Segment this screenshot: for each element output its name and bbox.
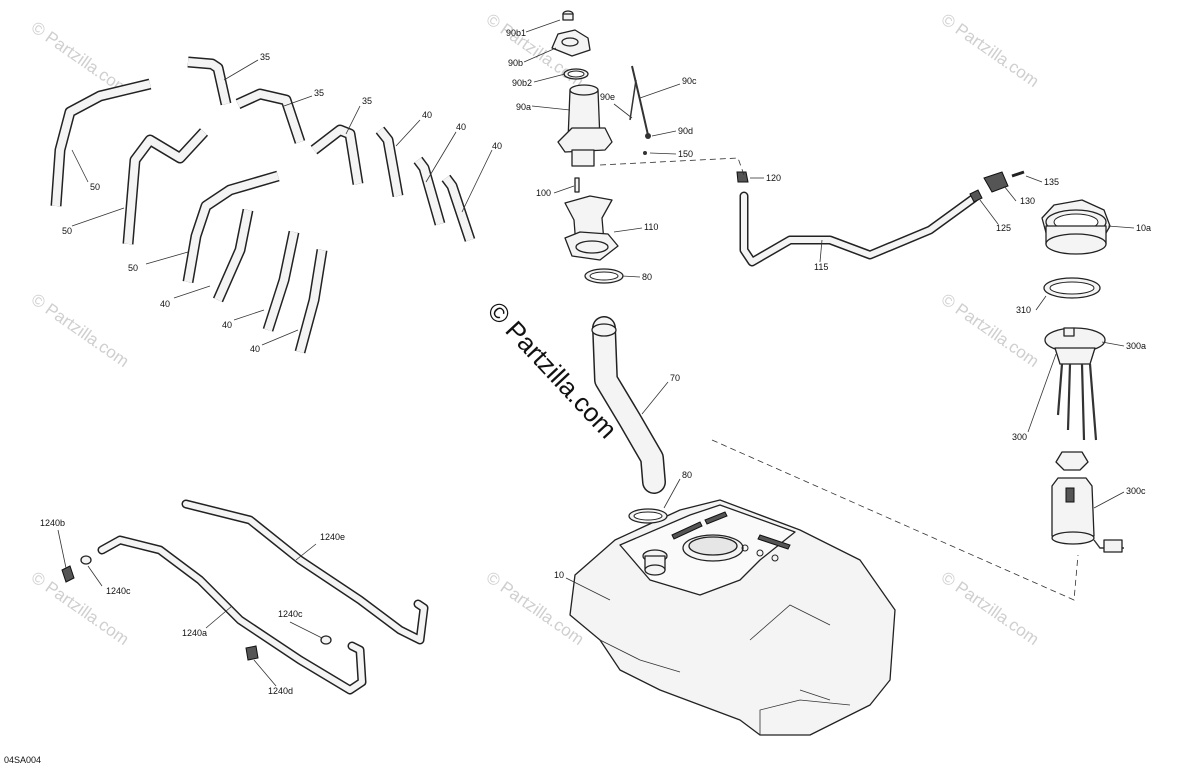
callout-40: 40 [160, 299, 170, 309]
callout-70: 70 [670, 373, 680, 383]
callout-1240a: 1240a [182, 628, 207, 638]
callout-135: 135 [1044, 177, 1059, 187]
callout-90e: 90e [600, 92, 615, 102]
callout-40: 40 [422, 110, 432, 120]
callout-120: 120 [766, 173, 781, 183]
watermark-tile: © Partzilla.com [938, 10, 1043, 91]
callout-40: 40 [492, 141, 502, 151]
callout-50: 50 [90, 182, 100, 192]
filler-hose-70 [591, 323, 617, 337]
callout-125: 125 [996, 223, 1011, 233]
callout-100: 100 [536, 188, 551, 198]
callout-labels: 90b1 90b 90b2 90a 90c 90e 90d 150 100 11… [40, 28, 1151, 696]
clamp-1240c [80, 555, 92, 565]
callout-300a: 300a [1126, 341, 1146, 351]
callout-80-upper: 80 [642, 272, 652, 282]
callout-300c: 300c [1126, 486, 1146, 496]
callout-50: 50 [128, 263, 138, 273]
callout-1240c: 1240c [278, 609, 303, 619]
clamp-1240c [320, 635, 332, 645]
leader-lines [57, 19, 1135, 687]
callout-90a: 90a [516, 102, 531, 112]
diagram-code: 04SA004 [4, 755, 41, 765]
callout-110: 110 [644, 222, 658, 232]
elbow-120 [736, 171, 749, 183]
tank-straps [50, 56, 476, 354]
valve-1240b [61, 565, 75, 583]
callout-90d: 90d [678, 126, 693, 136]
callout-35: 35 [362, 96, 372, 106]
callout-40: 40 [222, 320, 232, 330]
watermark-tile: © Partzilla.com [938, 568, 1043, 649]
callout-300: 300 [1012, 432, 1027, 442]
screw-135 [1011, 170, 1025, 178]
watermark-tile: © Partzilla.com [28, 290, 133, 371]
fitting-1240d [245, 645, 259, 661]
callout-1240b: 1240b [40, 518, 65, 528]
fuel-pump-assembly [711, 199, 1124, 601]
vent-hose-assembly [599, 157, 1025, 267]
callout-115: 115 [814, 262, 828, 272]
callout-35: 35 [314, 88, 324, 98]
valve-130 [983, 171, 1009, 193]
callout-50: 50 [62, 226, 72, 236]
callout-150: 150 [678, 149, 693, 159]
callout-1240e: 1240e [320, 532, 345, 542]
callout-35: 35 [260, 52, 270, 62]
callout-40: 40 [250, 344, 260, 354]
watermark-tile: © Partzilla.com [938, 290, 1043, 371]
callout-90b: 90b [508, 58, 523, 68]
callout-90b1: 90b1 [506, 28, 526, 38]
watermark-tile: © Partzilla.com [28, 568, 133, 649]
callout-10: 10 [554, 570, 564, 580]
vent-line-kit [61, 499, 429, 695]
callout-310: 310 [1016, 305, 1031, 315]
callout-80-lower: 80 [682, 470, 692, 480]
callout-90c: 90c [682, 76, 697, 86]
fuel-tank [569, 499, 896, 736]
filler-cap-assembly [551, 10, 668, 524]
valve-125 [969, 189, 983, 203]
pump-body-300c [1051, 477, 1095, 537]
callout-40: 40 [456, 122, 466, 132]
callout-1240c: 1240c [106, 586, 131, 596]
callout-90b2: 90b2 [512, 78, 532, 88]
callout-1240d: 1240d [268, 686, 293, 696]
callout-130: 130 [1020, 196, 1035, 206]
callout-10a: 10a [1136, 223, 1151, 233]
